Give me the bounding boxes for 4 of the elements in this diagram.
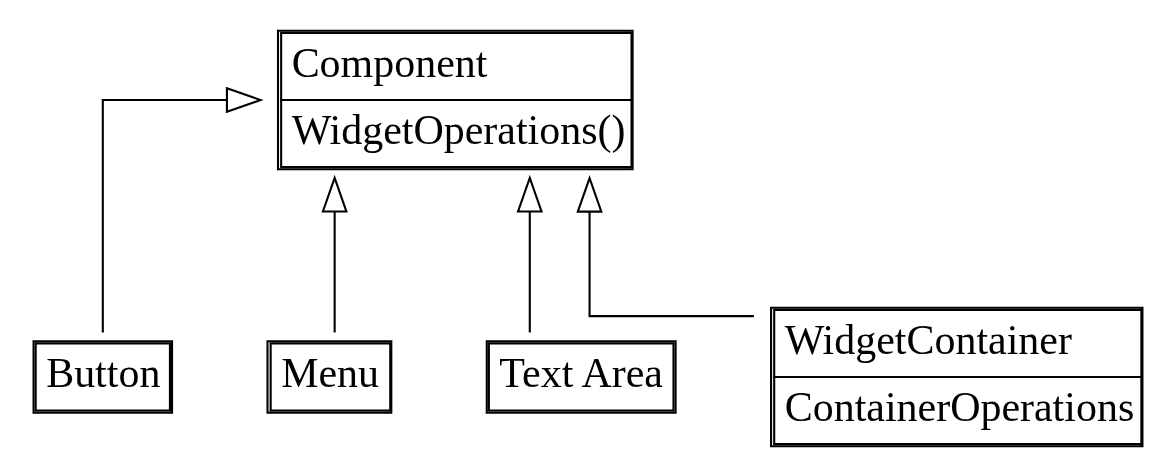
arrow bbox=[516, 174, 543, 332]
arrow bbox=[101, 86, 264, 332]
arrow bbox=[576, 174, 754, 317]
arrow bbox=[321, 174, 348, 332]
